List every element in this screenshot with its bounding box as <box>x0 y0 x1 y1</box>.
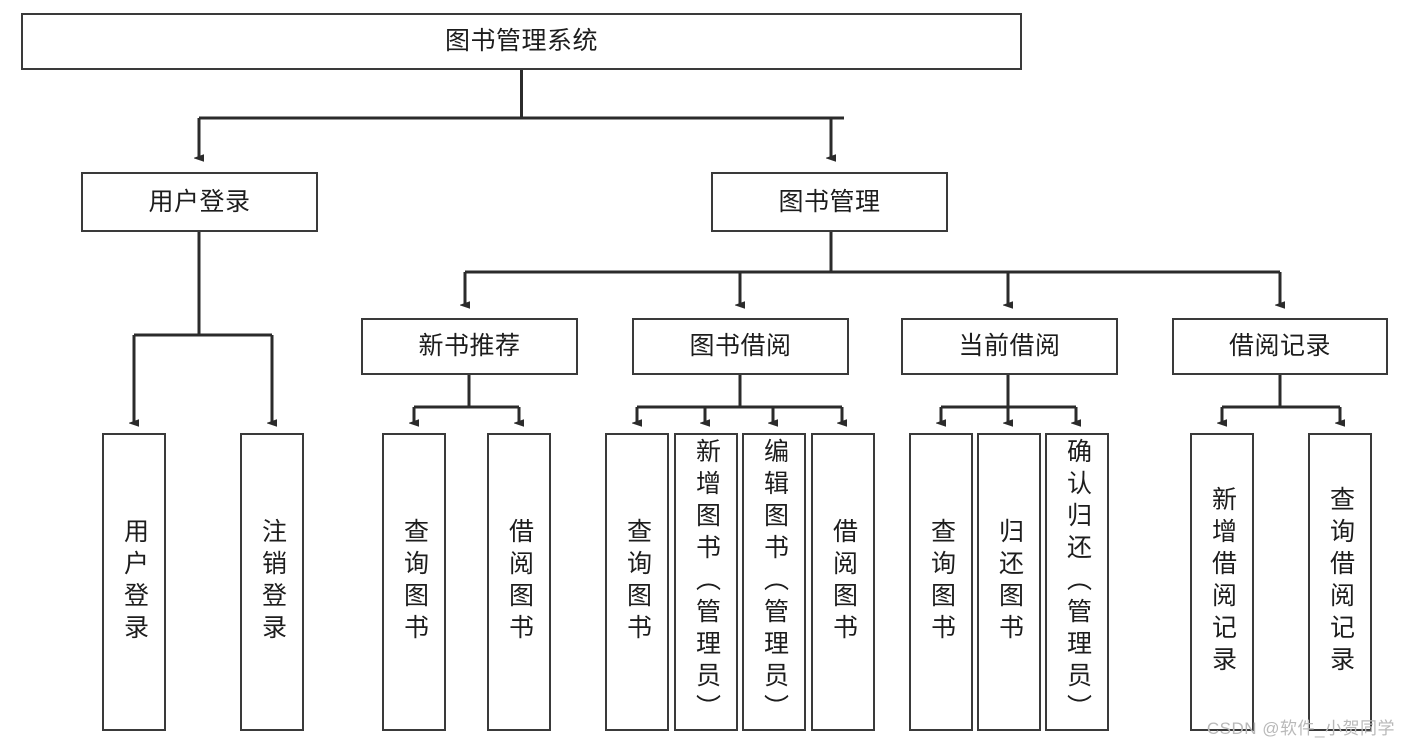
csdn-watermark: CSDN @软件_小贺同学 <box>1206 719 1395 738</box>
node-leaf-query-book-2-label: 查询图书 <box>623 518 652 646</box>
node-leaf-borrow-book-1-label: 借阅图书 <box>505 518 534 646</box>
node-leaf-query-record[interactable]: 查询借阅记录 <box>1308 433 1372 731</box>
node-new-book-recommend[interactable]: 新书推荐 <box>361 318 578 375</box>
node-current-borrow[interactable]: 当前借阅 <box>901 318 1118 375</box>
node-leaf-borrow-book-2[interactable]: 借阅图书 <box>811 433 875 731</box>
node-leaf-return-book[interactable]: 归还图书 <box>977 433 1041 731</box>
node-leaf-edit-book-label: 编辑图书（管理员） <box>760 438 789 726</box>
node-leaf-user-login-label: 用户登录 <box>120 518 149 646</box>
node-leaf-query-record-label: 查询借阅记录 <box>1326 486 1355 678</box>
node-leaf-logout[interactable]: 注销登录 <box>240 433 304 731</box>
node-book-borrow[interactable]: 图书借阅 <box>632 318 849 375</box>
node-user-login-label: 用户登录 <box>148 187 251 216</box>
node-leaf-query-book-1-label: 查询图书 <box>400 518 429 646</box>
node-leaf-confirm-return-label: 确认归还（管理员） <box>1063 438 1092 726</box>
node-leaf-edit-book[interactable]: 编辑图书（管理员） <box>742 433 806 731</box>
node-leaf-query-book-3-label: 查询图书 <box>927 518 956 646</box>
node-book-management[interactable]: 图书管理 <box>711 172 948 232</box>
node-leaf-query-book-1[interactable]: 查询图书 <box>382 433 446 731</box>
node-root-label: 图书管理系统 <box>444 27 598 55</box>
node-user-login[interactable]: 用户登录 <box>81 172 318 232</box>
node-leaf-borrow-book-1[interactable]: 借阅图书 <box>487 433 551 731</box>
node-leaf-add-book[interactable]: 新增图书（管理员） <box>674 433 738 731</box>
node-leaf-borrow-book-2-label: 借阅图书 <box>829 518 858 646</box>
node-book-management-label: 图书管理 <box>778 187 881 216</box>
node-borrow-record[interactable]: 借阅记录 <box>1172 318 1388 375</box>
node-root[interactable]: 图书管理系统 <box>21 13 1022 70</box>
node-current-borrow-label: 当前借阅 <box>958 332 1061 360</box>
node-leaf-query-book-3[interactable]: 查询图书 <box>909 433 973 731</box>
node-leaf-logout-label: 注销登录 <box>258 518 287 646</box>
node-leaf-user-login[interactable]: 用户登录 <box>102 433 166 731</box>
node-leaf-add-record-label: 新增借阅记录 <box>1208 486 1237 678</box>
node-leaf-confirm-return[interactable]: 确认归还（管理员） <box>1045 433 1109 731</box>
node-leaf-add-record[interactable]: 新增借阅记录 <box>1190 433 1254 731</box>
node-leaf-add-book-label: 新增图书（管理员） <box>692 438 721 726</box>
node-book-borrow-label: 图书借阅 <box>689 332 792 360</box>
node-new-book-recommend-label: 新书推荐 <box>418 332 521 360</box>
node-leaf-return-book-label: 归还图书 <box>995 518 1024 646</box>
node-leaf-query-book-2[interactable]: 查询图书 <box>605 433 669 731</box>
node-borrow-record-label: 借阅记录 <box>1228 332 1331 360</box>
